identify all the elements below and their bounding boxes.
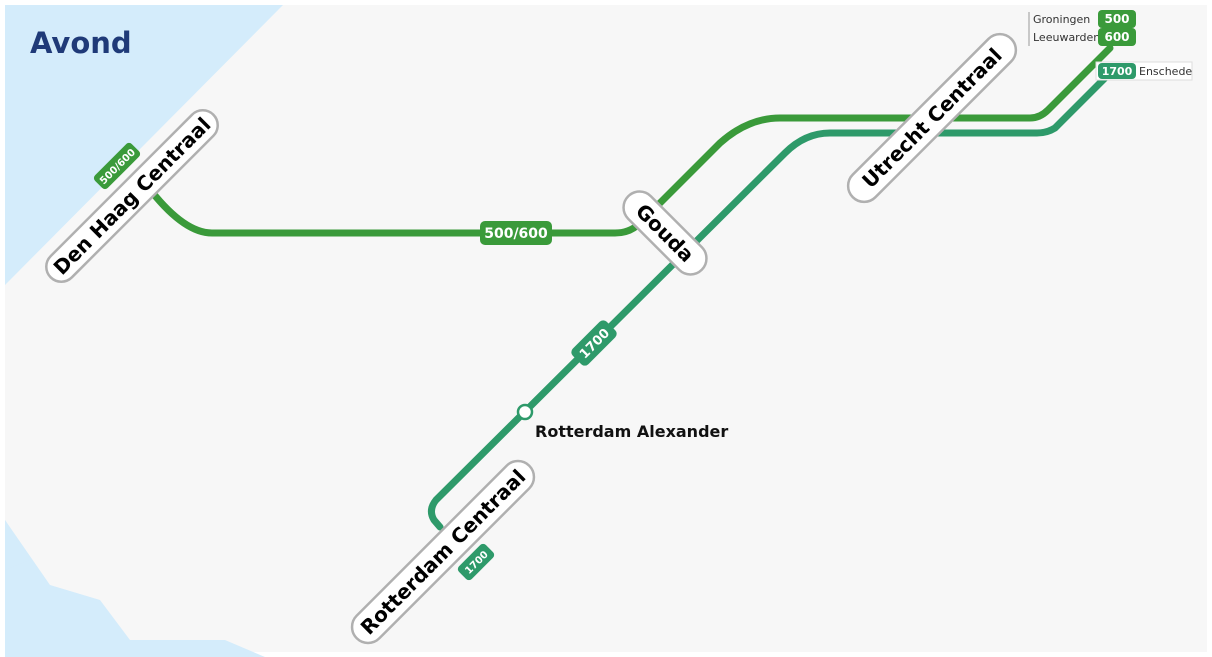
station-label-rotterdam-alexander: Rotterdam Alexander — [535, 422, 728, 441]
legend-badge-bg — [1098, 28, 1136, 46]
map-title: Avond — [30, 26, 132, 60]
legend-badge-label: 600 — [1104, 30, 1129, 44]
station-marker-rotterdam-alexander[interactable] — [516, 403, 534, 421]
water-south-strip — [5, 520, 30, 570]
water-north-sea — [5, 5, 283, 285]
legend-destination: Groningen — [1033, 13, 1090, 26]
badge-bg — [480, 221, 552, 245]
legend-item-600[interactable]: Leeuwarden 600 — [1033, 28, 1136, 46]
legend-item-500[interactable]: Groningen 500 — [1033, 10, 1136, 28]
badge-bg — [571, 320, 617, 366]
legend-destination: Enschede — [1139, 65, 1192, 78]
legend-badge-label: 500 — [1104, 12, 1129, 26]
route-500-600-line — [148, 44, 1114, 237]
badge-bg — [93, 142, 141, 190]
station-pill — [45, 109, 219, 283]
route-badge-500-600[interactable]: 500/600 — [480, 221, 552, 245]
badge-label: 500/600 — [484, 226, 548, 242]
legend-item-1700[interactable]: 1700 Enschede — [1095, 61, 1193, 81]
legend: Groningen 500 Leeuwarden 600 1700 Ensche… — [1028, 10, 1193, 81]
route-1700-line — [427, 66, 1117, 531]
legend-badge-label: 1700 — [1102, 65, 1133, 78]
water-south-west — [5, 520, 265, 657]
legend-destination: Leeuwarden — [1033, 31, 1100, 44]
badge-bg — [457, 543, 495, 581]
legend-badge-bg — [1098, 63, 1136, 79]
legend-badge-bg — [1098, 10, 1136, 28]
station-pill — [846, 32, 1018, 204]
station-pill — [622, 190, 708, 276]
